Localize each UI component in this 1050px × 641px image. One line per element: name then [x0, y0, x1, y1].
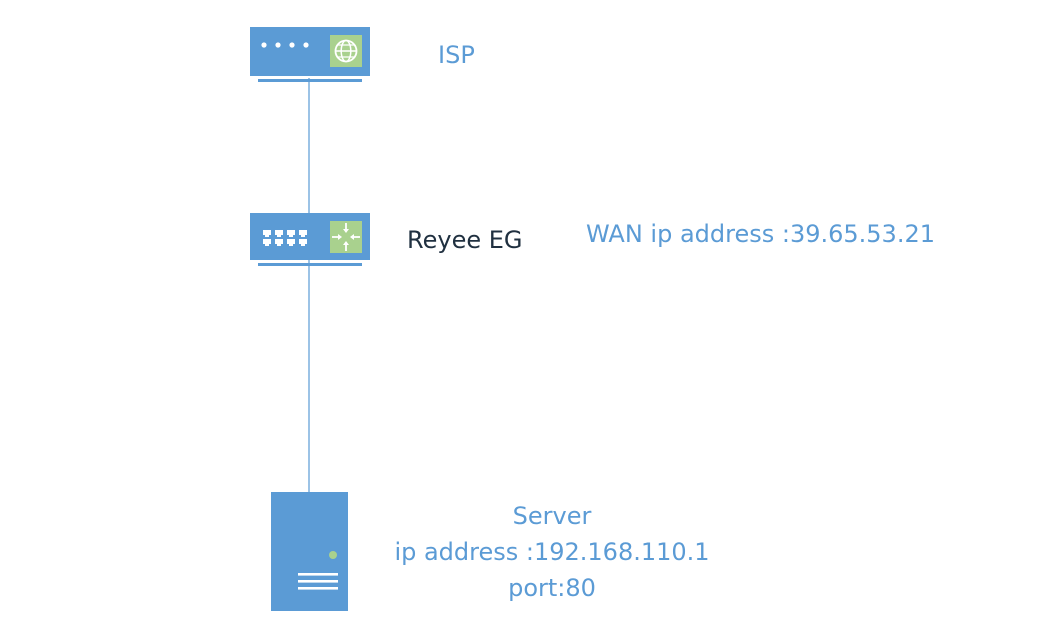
- wan-ip-label: WAN ip address :39.65.53.21: [586, 220, 935, 248]
- server-label: Server: [512, 502, 592, 530]
- server-ip-label: ip address :192.168.110.1: [394, 538, 710, 566]
- port-dots: [261, 42, 309, 48]
- server-tower-icon: [271, 492, 348, 611]
- router-arrows-icon: [330, 221, 362, 253]
- gateway-device: [250, 213, 370, 266]
- gateway-label: Reyee EG: [407, 226, 523, 254]
- status-led: [329, 551, 337, 559]
- isp-device: [250, 27, 370, 82]
- ethernet-ports: [263, 230, 307, 246]
- server-info: Server ip address :192.168.110.1 port:80: [372, 498, 732, 606]
- globe-icon: [330, 35, 362, 67]
- server-port-label: port:80: [508, 574, 596, 602]
- isp-label: ISP: [438, 41, 475, 69]
